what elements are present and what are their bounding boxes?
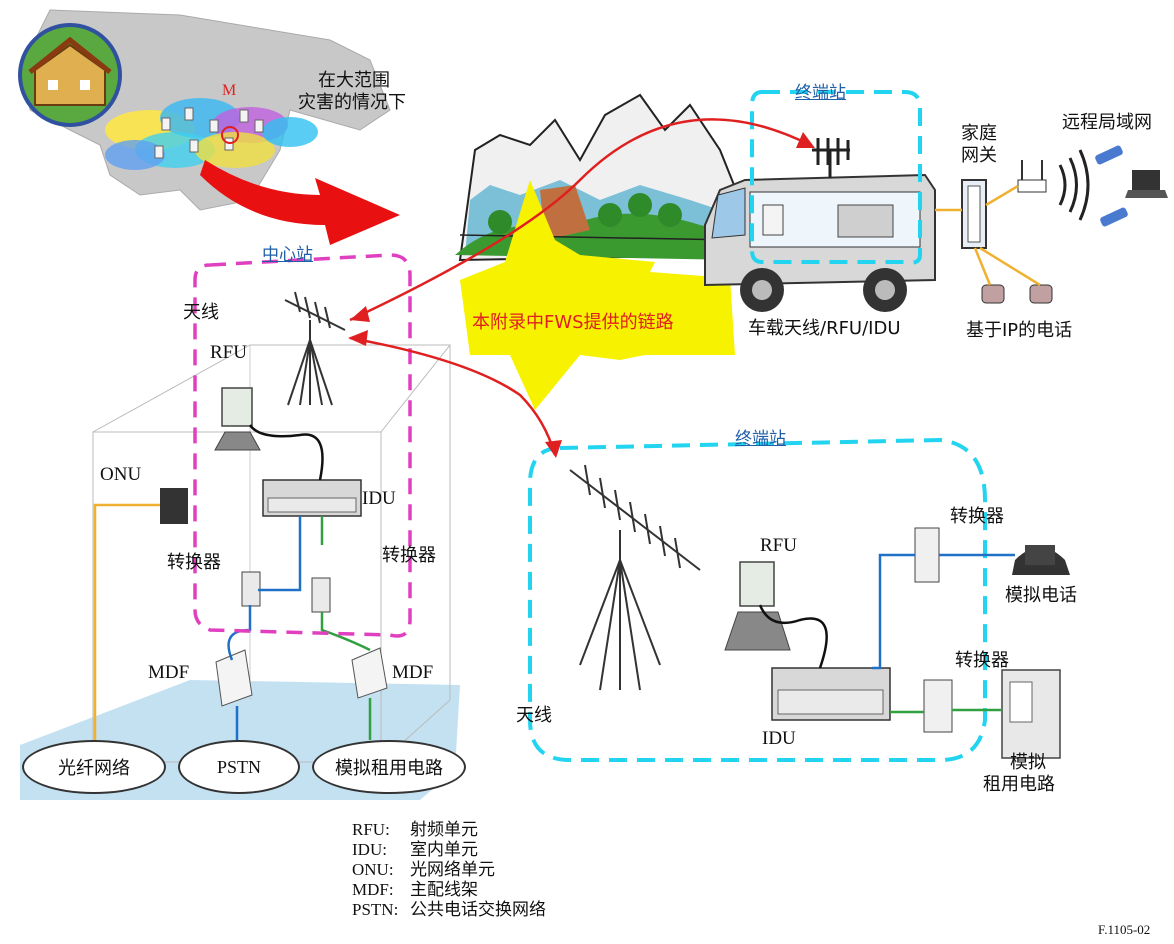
- terminal-top-boundary: [750, 90, 922, 265]
- center-mdf-left-label: MDF: [148, 662, 190, 683]
- terminal-converter2-label: 转换器: [955, 650, 1009, 671]
- disaster-red-arrow: [200, 160, 400, 245]
- home-gateway-device: [961, 145, 1168, 304]
- fiber-network-label: 光纤网络: [58, 758, 130, 779]
- glossary-term: RFU:: [352, 820, 390, 839]
- glossary-def: 主配线架: [410, 880, 478, 899]
- terminal-bottom-title: 终端站: [735, 429, 786, 449]
- link-arrows: [349, 118, 811, 456]
- glossary-row: IDU: 室内单元: [352, 840, 546, 860]
- fws-link-label: 本附录中FWS提供的链路: [472, 312, 674, 333]
- glossary-row: MDF: 主配线架: [352, 880, 546, 900]
- glossary: RFU: 射频单元 IDU: 室内单元 ONU: 光网络单元 MDF: 主配线架 PST…: [352, 820, 546, 920]
- fws-link-burst: [460, 180, 735, 410]
- analog-leased-label: 模拟租用电路: [335, 758, 443, 779]
- remote-lan-label: 远程局域网: [1062, 112, 1152, 133]
- glossary-row: PSTN: 公共电话交换网络: [352, 900, 546, 920]
- terminal-bottom-idu-label: IDU: [762, 728, 796, 749]
- center-station-title: 中心站: [262, 245, 313, 265]
- pstn-node: PSTN: [178, 740, 300, 794]
- disaster-map: [18, 9, 391, 211]
- home-gateway-line2: 网关: [961, 145, 997, 166]
- glossary-term: PSTN:: [352, 900, 399, 919]
- center-mdf-right-label: MDF: [392, 662, 434, 683]
- analog-leased-node: 模拟租用电路: [312, 740, 466, 794]
- analog-phone-label: 模拟电话: [1005, 585, 1077, 606]
- disaster-caption-line1: 在大范围: [318, 70, 390, 91]
- terminal-bottom-rfu-label: RFU: [760, 535, 797, 556]
- vehicle-label: 车载天线/RFU/IDU: [748, 318, 901, 339]
- ip-phone-label: 基于IP的电话: [966, 320, 1073, 341]
- figure-id: F.1105-02: [1098, 922, 1151, 937]
- center-onu-label: ONU: [100, 464, 142, 485]
- glossary-def: 射频单元: [410, 820, 478, 839]
- glossary-def: 公共电话交换网络: [410, 900, 546, 919]
- home-gateway-line1: 家庭: [961, 123, 997, 144]
- terminal-bottom-equipment: [569, 464, 1070, 759]
- pstn-label: PSTN: [216, 756, 261, 777]
- center-antenna-label: 天线: [183, 302, 219, 323]
- center-station-boundary: [193, 253, 412, 638]
- glossary-term: IDU:: [352, 840, 387, 859]
- center-converter-right-label: 转换器: [382, 545, 436, 566]
- glossary-row: RFU: 射频单元: [352, 820, 546, 840]
- disaster-caption-line2: 灾害的情况下: [298, 92, 406, 113]
- center-converter-left-label: 转换器: [167, 552, 221, 573]
- terminal-bottom-boundary: [528, 437, 987, 762]
- fiber-network-node: 光纤网络: [22, 740, 166, 794]
- analog-leased-terminal-line2: 租用电路: [983, 774, 1055, 795]
- glossary-term: ONU:: [352, 860, 394, 879]
- analog-leased-terminal-line1: 模拟: [1010, 752, 1046, 773]
- map-marker-label: M: [222, 82, 237, 99]
- center-idu-label: IDU: [362, 488, 396, 509]
- glossary-term: MDF:: [352, 880, 394, 899]
- glossary-row: ONU: 光网络单元: [352, 860, 546, 880]
- glossary-def: 室内单元: [410, 840, 478, 859]
- terminal-bottom-antenna-label: 天线: [516, 705, 552, 726]
- vehicle-van: [704, 138, 936, 312]
- glossary-def: 光网络单元: [410, 860, 495, 879]
- terminal-top-title: 终端站: [795, 83, 846, 103]
- terminal-converter1-label: 转换器: [950, 506, 1004, 527]
- center-rfu-label: RFU: [210, 342, 247, 363]
